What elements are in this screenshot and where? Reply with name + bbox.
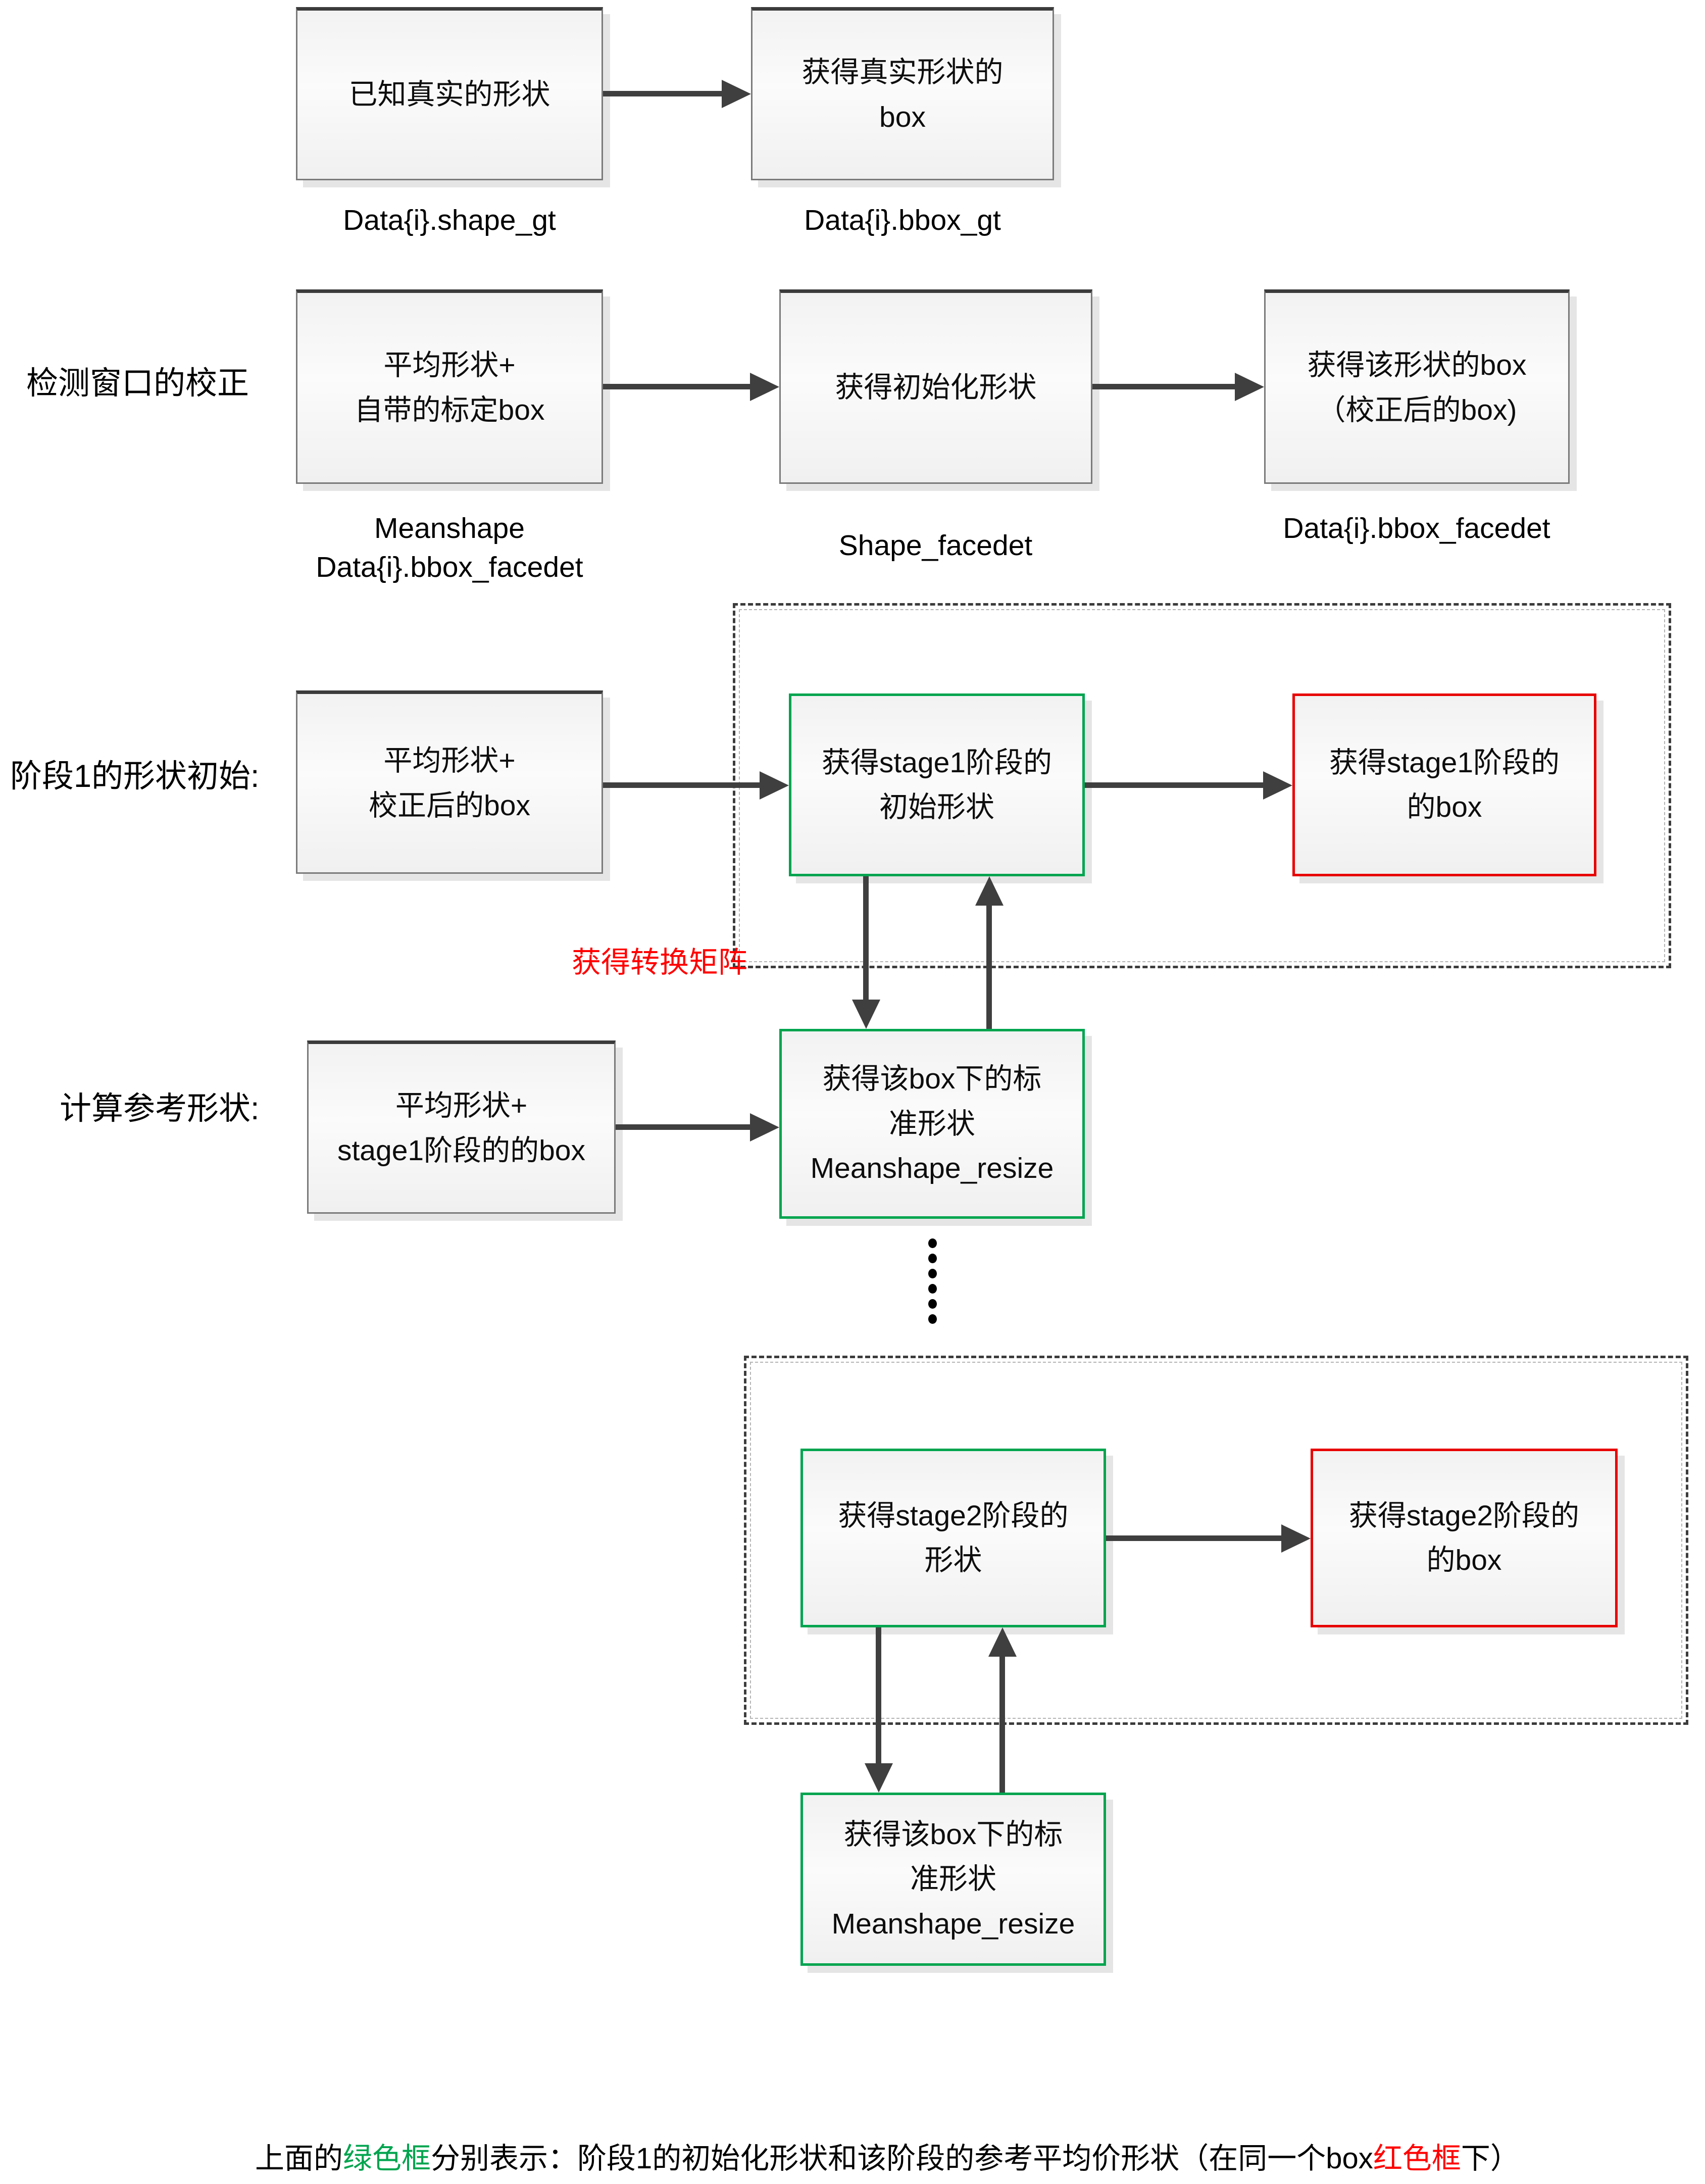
caption-red-box-text: 红色框 [1373, 2142, 1461, 2175]
gt-shape-box: 已知真实的形状 [296, 7, 603, 180]
reference-input-box: 平均形状+ stage1阶段的的box [307, 1040, 616, 1214]
bottom-caption: 上面的绿色框分别表示：阶段1的初始化形状和该阶段的参考平均价形状（在同一个box… [255, 2135, 1520, 2177]
arrow-stage2-down-head [865, 1763, 893, 1793]
row2-input-label: Meanshape Data{i}.bbox_facedet [316, 512, 583, 583]
arrow-row2-1-line [603, 384, 750, 389]
stage1-init-shape-green-box: 获得stage1阶段的 初始形状 [789, 693, 1085, 876]
transform-matrix-note: 获得转换矩阵 [572, 946, 748, 979]
row2-corrected-box: 获得该形状的box （校正后的box) [1264, 289, 1570, 484]
arrow-row2-1-head [750, 373, 779, 401]
caption-part2: 分别表示：阶段1的初始化形状和该阶段的参考平均价形状（在同一个box [431, 2142, 1373, 2175]
arrow-stage2-up-head [988, 1627, 1017, 1657]
arrow-row2-2-line [1092, 384, 1235, 389]
stage2-box-red-box: 获得stage2阶段的 的box [1311, 1449, 1618, 1627]
stage2-meanshape-green-box: 获得该box下的标 准形状 Meanshape_resize [800, 1793, 1106, 1966]
arrow-stage1-in-head [760, 771, 789, 800]
arrow-stage2-green-to-red-head [1281, 1524, 1311, 1553]
caption-green-box-text: 绿色框 [343, 2142, 431, 2175]
arrow-stage1-green-to-red-line [1085, 782, 1263, 788]
arrow-stage1-green-to-red-head [1263, 771, 1292, 800]
stage1-box-red-box: 获得stage1阶段的 的box [1292, 693, 1596, 876]
arrow-stage1-down-line [863, 876, 869, 1000]
gt-bbox-label: Data{i}.bbox_gt [804, 204, 1001, 236]
gt-bbox-box: 获得真实形状的 box [751, 7, 1054, 180]
row2-input-box: 平均形状+ 自带的标定box [296, 289, 603, 484]
arrow-stage1-up-line [986, 906, 992, 1029]
stage1-input-box: 平均形状+ 校正后的box [296, 690, 603, 874]
arrow-stage2-green-to-red-line [1106, 1535, 1281, 1541]
arrow-stage1-down-head [852, 1000, 880, 1029]
arrow-gtshape-to-gtbbox-head [722, 80, 751, 108]
ellipsis-dots [928, 1238, 937, 1324]
reference-meanshape-green-box: 获得该box下的标 准形状 Meanshape_resize [779, 1029, 1085, 1219]
stage1-side-label: 阶段1的形状初始: [10, 759, 260, 794]
row2-init-shape-box: 获得初始化形状 [779, 289, 1092, 484]
row2-side-label: 检测窗口的校正 [26, 366, 249, 401]
arrow-stage1-in-line [603, 782, 760, 788]
arrow-reference-in-line [616, 1124, 750, 1130]
arrow-stage1-up-head [975, 876, 1004, 906]
row2-init-label: Shape_facedet [838, 529, 1033, 562]
arrow-gtshape-to-gtbbox-line [603, 91, 722, 96]
arrow-stage2-down-line [876, 1627, 881, 1763]
gt-shape-label: Data{i}.shape_gt [343, 204, 556, 236]
caption-part1: 上面的 [255, 2142, 343, 2175]
stage2-dashed-frame [744, 1356, 1688, 1725]
reference-side-label: 计算参考形状: [60, 1091, 260, 1126]
arrow-row2-2-head [1235, 373, 1264, 401]
row2-result-label: Data{i}.bbox_facedet [1283, 512, 1550, 544]
caption-part3: 下） [1461, 2142, 1520, 2175]
arrow-reference-in-head [750, 1113, 779, 1141]
stage2-shape-green-box: 获得stage2阶段的 形状 [800, 1449, 1106, 1627]
arrow-stage2-up-line [999, 1657, 1005, 1793]
